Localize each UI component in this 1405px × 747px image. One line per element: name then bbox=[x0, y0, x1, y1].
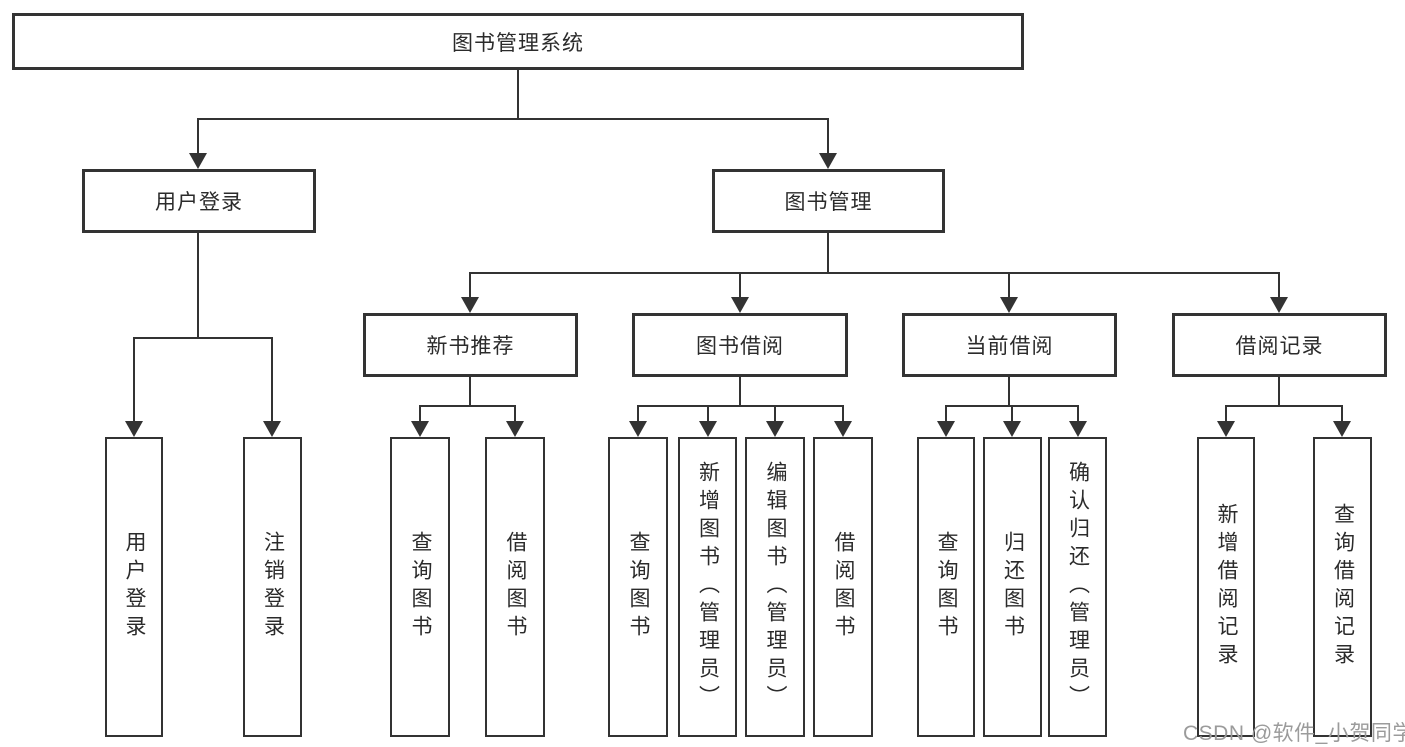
leaf-nb-query-book: 查询图书 bbox=[390, 437, 450, 737]
connector-arrow-bb-add-shaft bbox=[707, 405, 709, 423]
connector-arrow-book-mgmt-shaft bbox=[827, 118, 829, 156]
connector-root-hline bbox=[197, 118, 829, 120]
leaf-bb-edit-book-admin: 编辑图书（管理员） bbox=[745, 437, 805, 737]
arrow-br-query-icon bbox=[1333, 421, 1351, 437]
connector-user-login-stem bbox=[197, 233, 199, 337]
connector-arrow-book-borrow-shaft bbox=[739, 272, 741, 299]
connector-arrow-user-login-shaft bbox=[197, 118, 199, 156]
arrow-borrow-record-icon bbox=[1270, 297, 1288, 313]
node-root: 图书管理系统 bbox=[12, 13, 1024, 70]
connector-current-borrow-stem bbox=[1008, 377, 1010, 407]
arrow-bb-borrow-icon bbox=[834, 421, 852, 437]
arrow-br-add-icon bbox=[1217, 421, 1235, 437]
connector-arrow-new-book-shaft bbox=[469, 272, 471, 299]
connector-book-mgmt-stem bbox=[827, 233, 829, 274]
arrow-leaf-user-login-icon bbox=[125, 421, 143, 437]
leaf-cb-return-book: 归还图书 bbox=[983, 437, 1042, 737]
leaf-cb-query-book: 查询图书 bbox=[917, 437, 975, 737]
arrow-new-book-icon bbox=[461, 297, 479, 313]
node-book-borrow: 图书借阅 bbox=[632, 313, 848, 377]
leaf-logout: 注销登录 bbox=[243, 437, 302, 737]
connector-arrow-cb-confirm-shaft bbox=[1077, 405, 1079, 423]
node-user-login: 用户登录 bbox=[82, 169, 316, 233]
connector-root-stem bbox=[517, 68, 519, 120]
node-book-management: 图书管理 bbox=[712, 169, 945, 233]
connector-arrow-br-query-shaft bbox=[1341, 405, 1343, 423]
leaf-br-query-record: 查询借阅记录 bbox=[1313, 437, 1372, 737]
leaf-bb-query-book: 查询图书 bbox=[608, 437, 668, 737]
arrow-book-borrow-icon bbox=[731, 297, 749, 313]
connector-arrow-cb-query-shaft bbox=[945, 405, 947, 423]
arrow-cb-return-icon bbox=[1003, 421, 1021, 437]
leaf-bb-borrow-book: 借阅图书 bbox=[813, 437, 873, 737]
arrow-bb-add-icon bbox=[699, 421, 717, 437]
node-new-book-recommend: 新书推荐 bbox=[363, 313, 578, 377]
arrow-bb-edit-icon bbox=[766, 421, 784, 437]
connector-new-book-stem bbox=[469, 377, 471, 407]
connector-borrow-record-hline bbox=[1225, 405, 1343, 407]
connector-new-book-hline bbox=[419, 405, 516, 407]
connector-book-mgmt-hline bbox=[469, 272, 1280, 274]
connector-arrow-nb-borrow-shaft bbox=[514, 405, 516, 423]
connector-borrow-record-stem bbox=[1278, 377, 1280, 407]
connector-user-login-hline bbox=[133, 337, 273, 339]
arrow-bb-query-icon bbox=[629, 421, 647, 437]
csdn-watermark: CSDN @软件_小贺同学 bbox=[1183, 722, 1405, 745]
connector-arrow-bb-edit-shaft bbox=[774, 405, 776, 423]
connector-book-borrow-stem bbox=[739, 377, 741, 407]
connector-arrow-cb-return-shaft bbox=[1011, 405, 1013, 423]
arrow-leaf-logout-icon bbox=[263, 421, 281, 437]
arrow-book-mgmt-icon bbox=[819, 153, 837, 169]
arrow-user-login-icon bbox=[189, 153, 207, 169]
leaf-user-login: 用户登录 bbox=[105, 437, 163, 737]
connector-arrow-current-borrow-shaft bbox=[1008, 272, 1010, 299]
connector-arrow-leaf-logout-shaft bbox=[271, 337, 273, 423]
connector-arrow-borrow-record-shaft bbox=[1278, 272, 1280, 299]
connector-arrow-nb-query-shaft bbox=[419, 405, 421, 423]
leaf-nb-borrow-book: 借阅图书 bbox=[485, 437, 545, 737]
arrow-nb-query-icon bbox=[411, 421, 429, 437]
node-borrow-record: 借阅记录 bbox=[1172, 313, 1387, 377]
leaf-br-add-record: 新增借阅记录 bbox=[1197, 437, 1255, 737]
connector-arrow-bb-query-shaft bbox=[637, 405, 639, 423]
arrow-cb-confirm-icon bbox=[1069, 421, 1087, 437]
connector-arrow-leaf-user-login-shaft bbox=[133, 337, 135, 423]
arrow-current-borrow-icon bbox=[1000, 297, 1018, 313]
leaf-cb-confirm-return-admin: 确认归还（管理员） bbox=[1048, 437, 1107, 737]
node-current-borrow: 当前借阅 bbox=[902, 313, 1117, 377]
connector-book-borrow-hline bbox=[637, 405, 844, 407]
arrow-cb-query-icon bbox=[937, 421, 955, 437]
connector-arrow-br-add-shaft bbox=[1225, 405, 1227, 423]
arrow-nb-borrow-icon bbox=[506, 421, 524, 437]
leaf-bb-add-book-admin: 新增图书（管理员） bbox=[678, 437, 737, 737]
connector-arrow-bb-borrow-shaft bbox=[842, 405, 844, 423]
